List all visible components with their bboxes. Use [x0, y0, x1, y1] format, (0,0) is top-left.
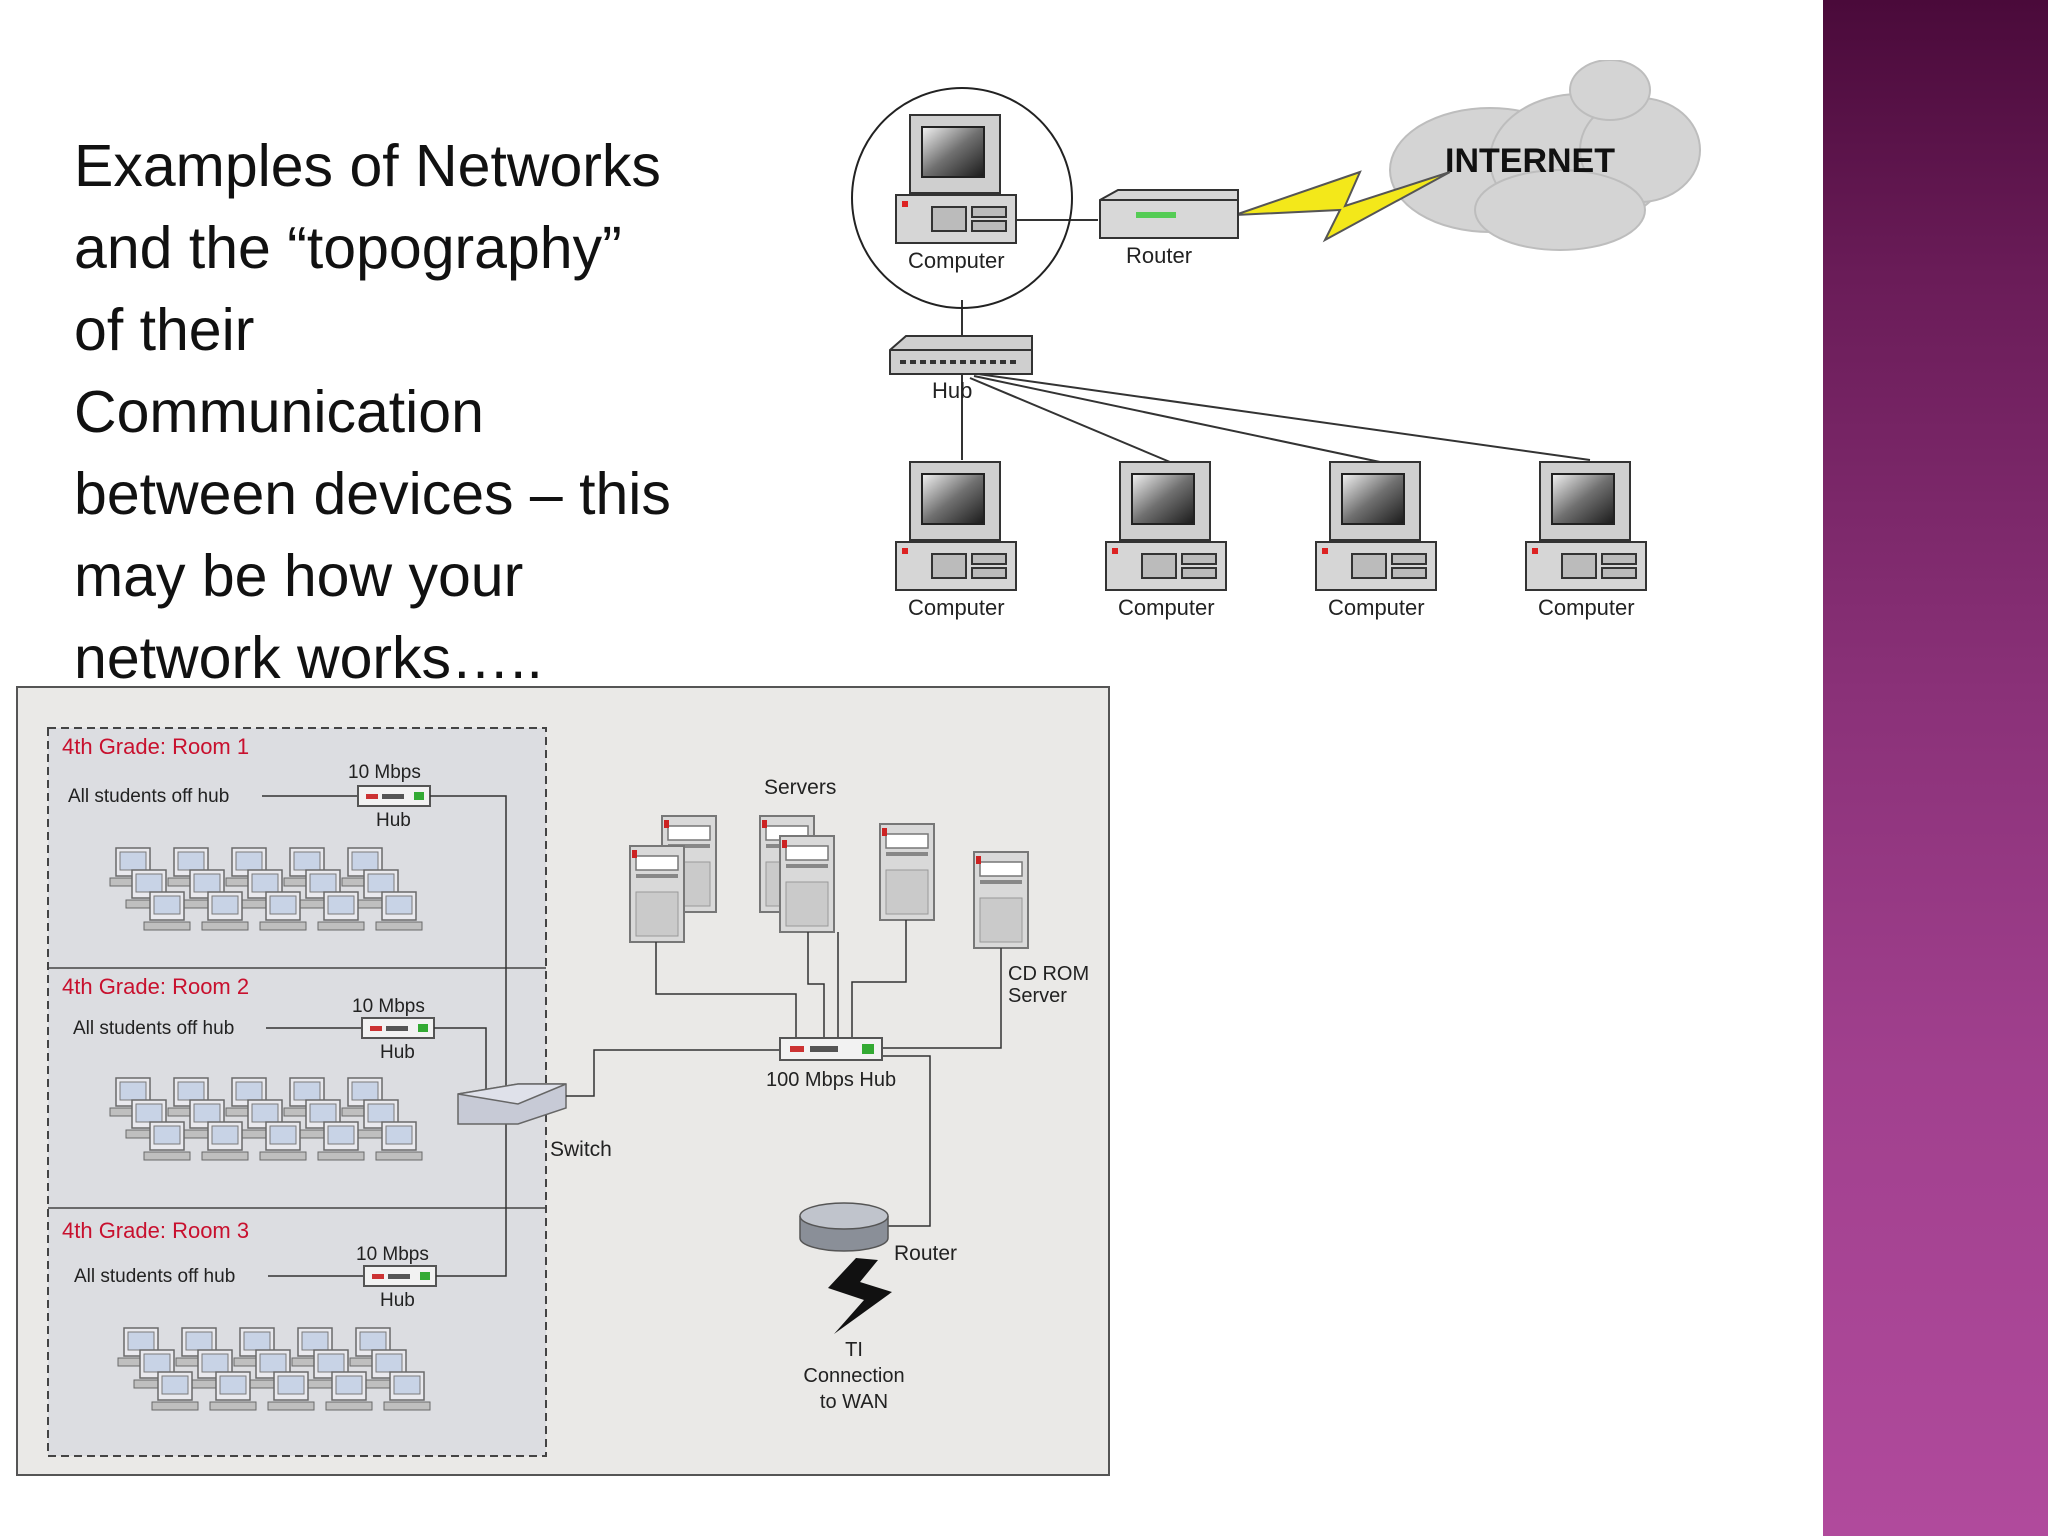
cdrom-server-icon [973, 851, 1029, 949]
room-2: 4th Grade: Room 2 All students off hub 1… [62, 974, 487, 1160]
top-computer-label: Computer [908, 248, 1005, 273]
wan-label: TI [845, 1339, 863, 1361]
school-network-diagram: 4th Grade: Room 1 All students off hub 1… [16, 686, 1110, 1476]
router-icon [799, 1202, 889, 1252]
hub-speed: 10 Mbps [348, 762, 421, 783]
hub-speed: 10 Mbps [352, 996, 425, 1017]
router-label: Router [894, 1242, 957, 1265]
hub-icon [889, 335, 1033, 375]
router-icon [1099, 189, 1239, 239]
computer-icon [895, 114, 1017, 244]
hub-label: Hub [380, 1042, 415, 1063]
main-hub-icon [779, 1037, 883, 1061]
computer-icon [1315, 461, 1437, 591]
servers-label: Servers [764, 776, 836, 799]
highlight-circle [851, 87, 1073, 309]
room-note: All students off hub [68, 786, 229, 807]
room-title: 4th Grade: Room 3 [62, 1218, 249, 1243]
computer-icon [895, 461, 1017, 591]
switch-label: Switch [550, 1138, 612, 1161]
server-towers [629, 815, 935, 943]
hub-icon [357, 785, 431, 807]
cdrom-label: CD ROM [1008, 963, 1089, 985]
hub-speed: 10 Mbps [356, 1244, 429, 1265]
computer-label: Computer [1118, 595, 1215, 620]
cdrom-label: Server [1008, 985, 1067, 1007]
simple-network-diagram: INTERNET Computer Router Hub Computer Co… [851, 60, 1701, 620]
router-label: Router [1126, 243, 1192, 268]
wan-label: Connection [803, 1365, 904, 1387]
hub-icon [361, 1017, 435, 1039]
room-note: All students off hub [74, 1266, 235, 1287]
lightning-bolt-icon [1234, 170, 1451, 243]
computer-label: Computer [908, 595, 1005, 620]
room-title: 4th Grade: Room 1 [62, 734, 249, 759]
room-1: 4th Grade: Room 1 All students off hub 1… [62, 734, 507, 1236]
computer-label: Computer [1538, 595, 1635, 620]
wan-label: to WAN [820, 1391, 888, 1413]
switch-icon [457, 1083, 567, 1125]
room-3: 4th Grade: Room 3 All students off hub 1… [62, 1218, 507, 1410]
slide-body-text: Examples of Networks and the “topography… [74, 133, 671, 691]
computer-icon [1105, 461, 1227, 591]
hub-icon [363, 1265, 437, 1287]
lightning-bolt-icon [828, 1258, 892, 1334]
room-note: All students off hub [73, 1018, 234, 1039]
computer-icon [1525, 461, 1647, 591]
room-title: 4th Grade: Room 2 [62, 974, 249, 999]
hub-label: Hub [932, 378, 972, 403]
main-hub-label: 100 Mbps Hub [766, 1069, 896, 1091]
hub-label: Hub [376, 810, 411, 831]
computer-label: Computer [1328, 595, 1425, 620]
internet-cloud-icon: INTERNET [1389, 60, 1701, 251]
decorative-side-band [1823, 0, 2048, 1536]
internet-label: INTERNET [1445, 142, 1615, 180]
hub-label: Hub [380, 1290, 415, 1311]
